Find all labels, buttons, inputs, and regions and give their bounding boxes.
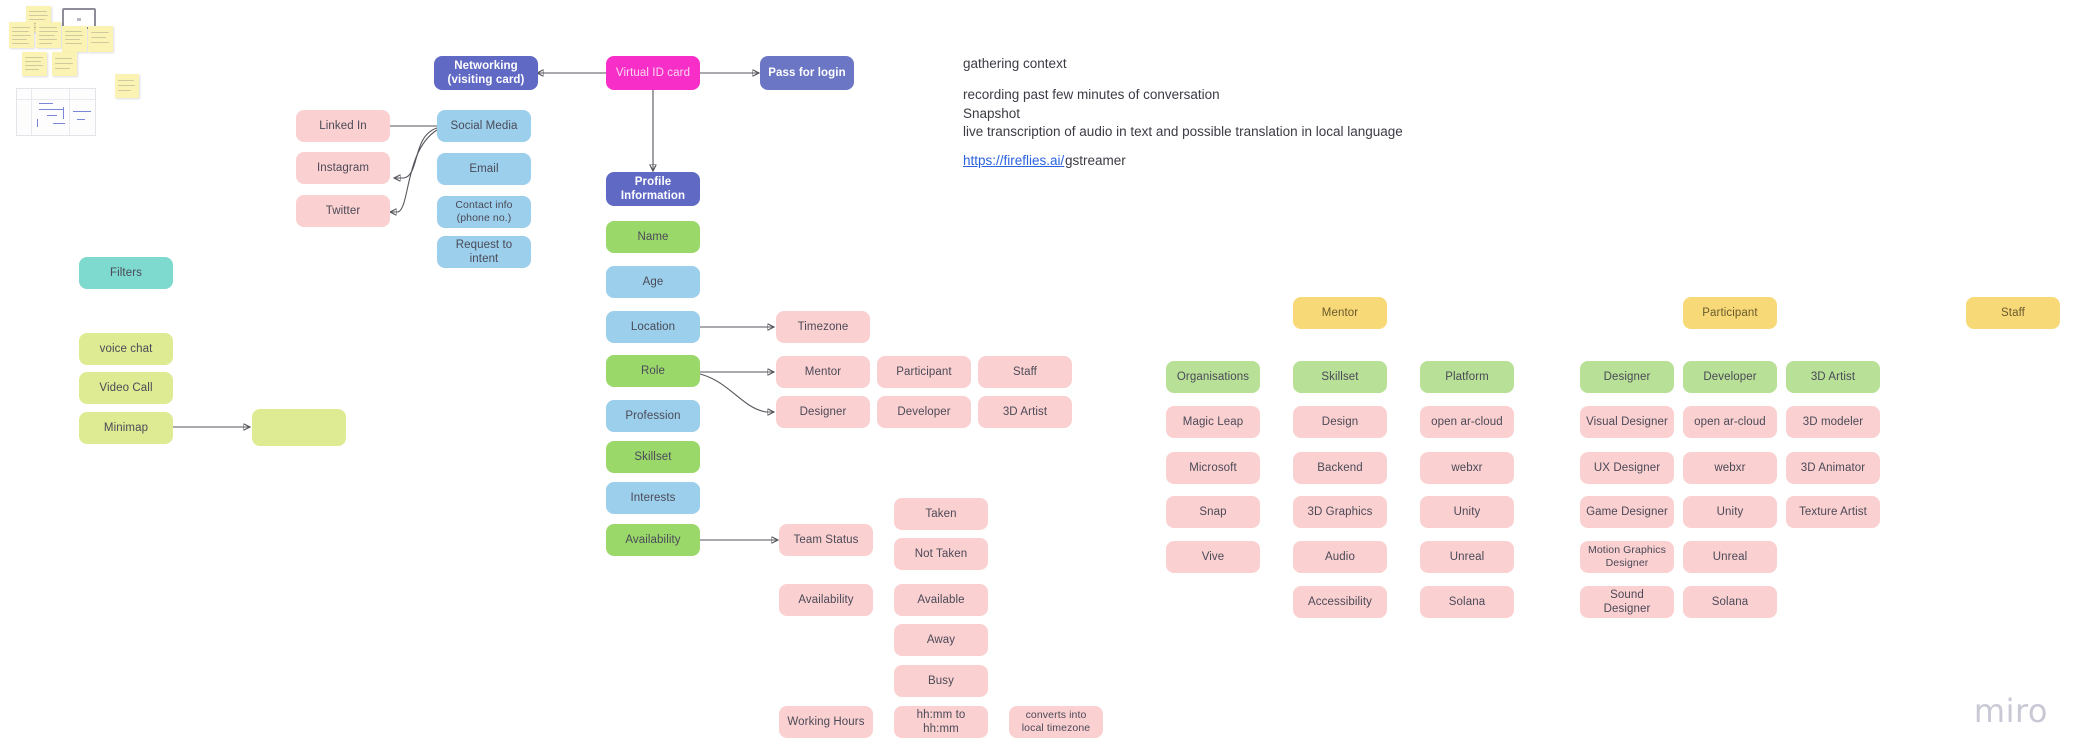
node-developer-solana[interactable]: Solana [1683,586,1777,618]
column-header-skillset[interactable]: Skillset [1293,361,1387,393]
node-field-interests[interactable]: Interests [606,482,700,514]
node-working-hours-note[interactable]: converts into local timezone [1009,706,1103,738]
node-networking[interactable]: Networking (visiting card) [434,56,538,90]
node-availability-available[interactable]: Available [894,584,988,616]
node-designer-game[interactable]: Game Designer [1580,496,1674,528]
node-team-status-taken[interactable]: Taken [894,498,988,530]
node-filters[interactable]: Filters [79,257,173,289]
note-line-gathering-context: gathering context [963,56,1067,71]
sticky-note[interactable] [36,22,61,48]
node-twitter[interactable]: Twitter [296,195,390,227]
node-team-status[interactable]: Team Status [779,524,873,556]
node-field-profession[interactable]: Profession [606,400,700,432]
node-developer-open-ar-cloud[interactable]: open ar-cloud [1683,406,1777,438]
node-request-to-intent[interactable]: Request to intent [437,236,531,268]
sticky-note[interactable] [62,26,87,52]
node-minimap-target[interactable] [252,409,346,446]
node-texture-artist[interactable]: Texture Artist [1786,496,1880,528]
node-platform-webxr[interactable]: webxr [1420,452,1514,484]
node-profession-designer[interactable]: Designer [776,396,870,428]
node-developer-unreal[interactable]: Unreal [1683,541,1777,573]
node-working-hours[interactable]: Working Hours [779,706,873,738]
node-org-snap[interactable]: Snap [1166,496,1260,528]
node-designer-visual[interactable]: Visual Designer [1580,406,1674,438]
node-skill-backend[interactable]: Backend [1293,452,1387,484]
node-profession-3d-artist[interactable]: 3D Artist [978,396,1072,428]
group-title-mentor[interactable]: Mentor [1293,297,1387,329]
fireflies-link[interactable]: https://fireflies.ai/ [963,153,1065,168]
group-title-staff[interactable]: Staff [1966,297,2060,329]
node-designer-ux[interactable]: UX Designer [1580,452,1674,484]
node-social-media[interactable]: Social Media [437,110,531,142]
sticky-note[interactable] [115,74,139,98]
note-line-snapshot: Snapshot [963,106,1021,121]
node-org-magic-leap[interactable]: Magic Leap [1166,406,1260,438]
node-field-role[interactable]: Role [606,355,700,387]
note-gstreamer: gstreamer [1065,153,1126,168]
node-team-status-not-taken[interactable]: Not Taken [894,538,988,570]
group-title-participant[interactable]: Participant [1683,297,1777,329]
wireframe-thumbnail[interactable] [16,88,96,136]
column-header-developer[interactable]: Developer [1683,361,1777,393]
node-developer-unity[interactable]: Unity [1683,496,1777,528]
sticky-note[interactable] [9,22,34,48]
node-org-vive[interactable]: Vive [1166,541,1260,573]
column-header-3d-artist[interactable]: 3D Artist [1786,361,1880,393]
node-virtual-id-card[interactable]: Virtual ID card [606,56,700,90]
node-availability-busy[interactable]: Busy [894,665,988,697]
node-3d-animator[interactable]: 3D Animator [1786,452,1880,484]
sticky-note[interactable] [22,52,47,76]
node-field-skillset[interactable]: Skillset [606,441,700,473]
column-header-platform[interactable]: Platform [1420,361,1514,393]
node-video-call[interactable]: Video Call [79,372,173,404]
note-line-transcription: live transcription of audio in text and … [963,124,1403,139]
node-timezone[interactable]: Timezone [776,311,870,343]
node-platform-unity[interactable]: Unity [1420,496,1514,528]
node-availability-away[interactable]: Away [894,624,988,656]
node-3d-modeler[interactable]: 3D modeler [1786,406,1880,438]
node-skill-audio[interactable]: Audio [1293,541,1387,573]
node-platform-open-ar-cloud[interactable]: open ar-cloud [1420,406,1514,438]
node-platform-unreal[interactable]: Unreal [1420,541,1514,573]
node-minimap[interactable]: Minimap [79,412,173,444]
node-designer-sound[interactable]: Sound Designer [1580,586,1674,618]
node-profile-information[interactable]: Profile Information [606,172,700,206]
node-org-microsoft[interactable]: Microsoft [1166,452,1260,484]
node-pass-for-login[interactable]: Pass for login [760,56,854,90]
node-working-hours-format[interactable]: hh:mm to hh:mm [894,706,988,738]
node-designer-motion-graphics[interactable]: Motion Graphics Designer [1580,541,1674,573]
node-voice-chat[interactable]: voice chat [79,333,173,365]
node-field-name[interactable]: Name [606,221,700,253]
node-platform-solana[interactable]: Solana [1420,586,1514,618]
node-developer-webxr[interactable]: webxr [1683,452,1777,484]
node-role-staff[interactable]: Staff [978,356,1072,388]
node-skill-design[interactable]: Design [1293,406,1387,438]
sticky-note[interactable] [88,26,113,52]
node-role-mentor[interactable]: Mentor [776,356,870,388]
node-profession-developer[interactable]: Developer [877,396,971,428]
node-skill-3d-graphics[interactable]: 3D Graphics [1293,496,1387,528]
node-email[interactable]: Email [437,153,531,185]
node-contact-info[interactable]: Contact info (phone no.) [437,196,531,228]
node-field-availability[interactable]: Availability [606,524,700,556]
node-linked-in[interactable]: Linked In [296,110,390,142]
column-header-organisations[interactable]: Organisations [1166,361,1260,393]
sticky-note[interactable] [52,52,77,76]
miro-watermark: miro [1973,692,2048,730]
node-availability-label[interactable]: Availability [779,584,873,616]
note-line-recording: recording past few minutes of conversati… [963,87,1220,102]
node-field-age[interactable]: Age [606,266,700,298]
node-field-location[interactable]: Location [606,311,700,343]
node-skill-accessibility[interactable]: Accessibility [1293,586,1387,618]
node-role-participant[interactable]: Participant [877,356,971,388]
node-instagram[interactable]: Instagram [296,152,390,184]
column-header-designer[interactable]: Designer [1580,361,1674,393]
